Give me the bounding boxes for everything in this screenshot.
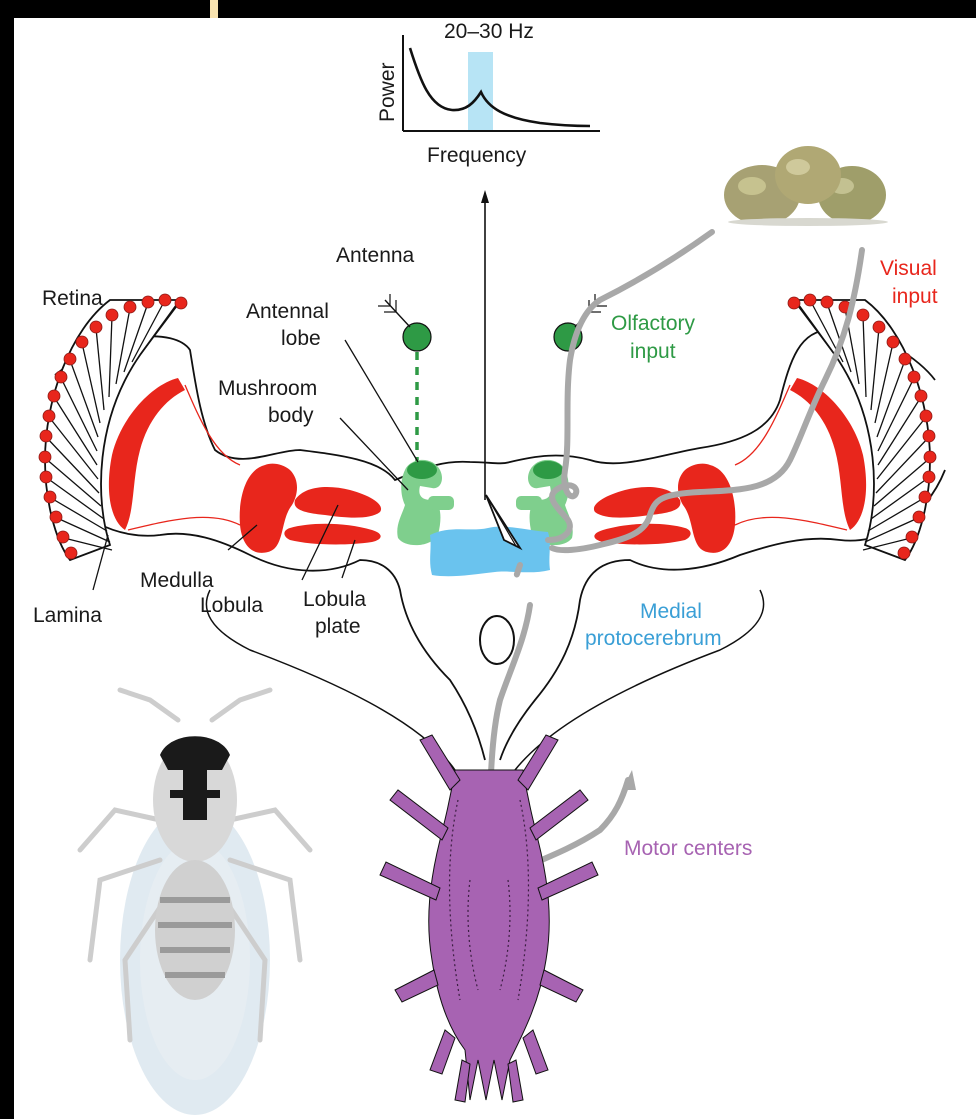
esophageal-foramen (480, 616, 514, 664)
plot-ylabel: Power (376, 62, 399, 122)
exit-arrowhead (622, 770, 636, 790)
antenna-left (378, 294, 431, 351)
medulla-left (240, 464, 297, 553)
lobula-right-1 (594, 487, 680, 518)
lobula-left-1 (295, 487, 381, 518)
lobula-plate-label-2: plate (315, 615, 361, 638)
retina-left (39, 294, 187, 560)
lamina-right (790, 378, 866, 530)
band-label: 20–30 Hz (444, 20, 534, 43)
motor-centers-label: Motor centers (624, 837, 752, 860)
medial-protocerebrum-label-2: protocerebrum (585, 627, 722, 650)
plot-xlabel: Frequency (427, 144, 527, 167)
retina-right (788, 294, 936, 560)
medial-protocerebrum-region (430, 527, 550, 577)
antennal-lobe-label-2: lobe (281, 327, 321, 350)
olfactory-input-label-2: input (630, 340, 676, 363)
motor-centers-shape (380, 735, 598, 1102)
optic-lobes (109, 378, 866, 553)
spectrum-curve (410, 48, 590, 126)
glomerulus-right (533, 461, 563, 479)
medulla-right (678, 464, 735, 553)
mushroom-body-label-1: Mushroom (218, 377, 317, 400)
medulla-label: Medulla (140, 569, 214, 592)
retina-label: Retina (42, 287, 103, 310)
visual-input-label-2: input (892, 285, 938, 308)
visual-input-label-1: Visual (880, 257, 937, 280)
lobula-plate-label-1: Lobula (303, 588, 366, 611)
lobula-left-2 (284, 524, 380, 545)
antennal-lobe-label-1: Antennal (246, 300, 329, 323)
antenna-label: Antenna (336, 244, 415, 267)
olfactory-input-label-1: Olfactory (611, 312, 696, 335)
optic-tracts (128, 385, 847, 530)
recording-arrowhead (481, 190, 489, 203)
apples-photo (720, 146, 976, 230)
lobula-label: Lobula (200, 594, 263, 617)
lamina-label: Lamina (33, 604, 102, 627)
mushroom-body-label-2: body (268, 404, 314, 427)
fruit-fly-illustration (80, 690, 310, 1115)
lamina-left (109, 378, 185, 530)
glomerulus-left (407, 461, 437, 479)
power-spectrum-plot: 20–30 Hz Power Frequency (376, 20, 600, 167)
medial-protocerebrum-label-1: Medial (640, 600, 702, 623)
